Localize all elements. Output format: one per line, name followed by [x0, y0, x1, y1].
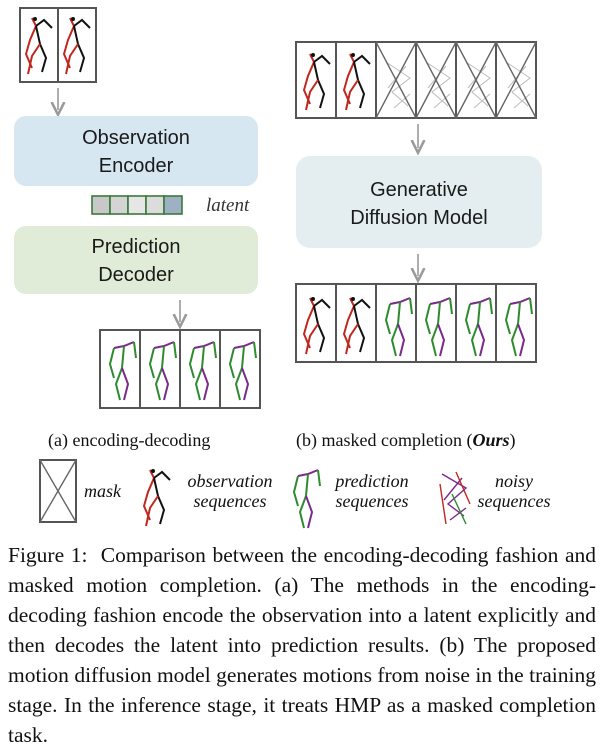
prediction-decoder-box: Prediction Decoder — [14, 226, 258, 294]
legend-noisy-icon — [439, 471, 471, 525]
diffusion-model-box: Generative Diffusion Model — [296, 156, 542, 248]
encoder-label-line2: Encoder — [99, 155, 174, 177]
legend-observation-line1: observation — [188, 471, 273, 491]
decoder-label-line1: Prediction — [92, 236, 181, 258]
observation-frames-a — [19, 7, 97, 83]
legend-prediction-line1: prediction — [333, 471, 408, 491]
latent-label: latent — [206, 195, 250, 216]
output-sequence-b — [295, 283, 537, 363]
subcaption-b: (b) masked completion (Ours) — [296, 430, 515, 451]
legend-observation-icon — [143, 468, 171, 527]
figure-1-diagram: Observation Encoder latent Prediction De… — [14, 7, 551, 529]
prediction-frames-a — [99, 329, 261, 409]
caption-label: Figure 1: — [8, 543, 88, 567]
latent-vector: latent — [91, 195, 250, 216]
legend-observation-line2: sequences — [194, 491, 267, 511]
subcaption-b-suffix: ) — [509, 430, 515, 451]
legend-noisy-line1: noisy — [495, 471, 533, 491]
legend-mask-icon — [39, 459, 77, 523]
observation-encoder-box: Observation Encoder — [14, 116, 258, 186]
legend-mask-label: mask — [84, 481, 122, 501]
legend-prediction-icon — [293, 469, 321, 529]
legend-prediction-line2: sequences — [336, 491, 409, 511]
diffusion-label-line2: Diffusion Model — [350, 207, 487, 229]
figure-caption: Figure 1: Comparison between the encodin… — [8, 540, 596, 750]
legend: mask observation sequences prediction se… — [39, 459, 551, 529]
subcaption-a: (a) encoding-decoding — [48, 430, 210, 451]
decoder-label-line2: Decoder — [98, 264, 174, 286]
subcaption-b-ours: Ours — [472, 430, 509, 450]
legend-noisy-line2: sequences — [478, 491, 551, 511]
input-sequence-b — [295, 41, 537, 119]
encoder-label-line1: Observation — [82, 127, 190, 149]
subcaption-b-prefix: (b) masked completion ( — [296, 430, 472, 451]
diffusion-label-line1: Generative — [370, 179, 468, 201]
caption-text: Comparison between the encoding-decoding… — [8, 543, 596, 747]
